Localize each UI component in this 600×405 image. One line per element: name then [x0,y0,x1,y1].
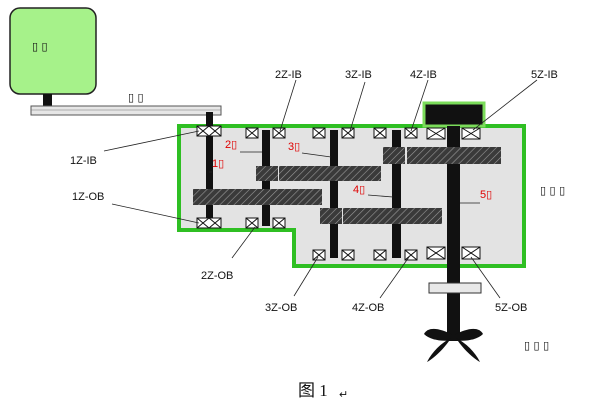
label-5z-ob: 5Z-OB [495,302,527,314]
gear-shaft2-small [256,166,278,181]
label-3z-ob: 3Z-OB [265,302,297,314]
bearing-3z-ob-right [341,249,355,261]
bearing-1z-ob [196,217,222,229]
label-3z-ib: 3Z-IB [345,69,372,81]
gear-shaft3-upper [279,166,381,181]
bearing-3z-ib-left [312,127,326,139]
shaft-label-5: 5▯ [480,189,492,201]
bearing-5z-ob-left [426,246,446,260]
bearing-5z-ib-left [426,127,446,140]
propeller [424,328,483,362]
label-4z-ib: 4Z-IB [410,69,437,81]
shaft-4 [392,130,401,258]
output-coupling [428,282,482,294]
motor-shaft [43,94,52,108]
label-5z-ib: 5Z-IB [531,69,558,81]
belt [30,105,222,116]
bearing-4z-ob [404,249,418,261]
bearing-4z-ob-left [373,249,387,261]
propeller-label: ▯ ▯ ▯ [524,339,549,352]
gearbox-label: ▯ ▯ ▯ [540,184,565,197]
bearing-5z-ob [461,246,481,260]
bearing-1z-ib [196,125,222,137]
bearing-2z-ob [272,217,286,229]
shaft-label-4: 4▯ [353,184,365,196]
leader-lines [103,79,538,299]
label-2z-ob: 2Z-OB [201,270,233,282]
motor [9,7,97,95]
label-1z-ob: 1Z-OB [72,191,104,203]
shaft-3 [330,130,338,258]
gear-shaft1 [193,189,216,205]
bearing-3z-ob [312,249,326,261]
shaft-1 [206,112,213,226]
gear-shaft4-lower [343,208,442,224]
gear-shaft4-upper [383,147,405,164]
bearing-5z-ib [461,127,481,140]
bearing-2z-ib-left [245,127,259,139]
bearing-4z-ib [404,127,418,139]
bearings [196,125,481,261]
shaft-label-1: 1▯ [212,158,224,170]
output-housing-block [422,101,486,128]
label-1z-ib: 1Z-IB [70,155,97,167]
belt-label: ▯ ▯ [128,91,144,104]
shaft-label-2: 2▯ [225,139,237,151]
shaft-label-3: 3▯ [288,141,300,153]
gear-shaft2-large [216,189,322,205]
figure-caption: 图 1 [298,381,328,400]
caption-return-mark: ↵ [339,389,348,401]
bearing-2z-ob-left [245,217,259,229]
bearing-4z-ib-left [373,127,387,139]
gear-shaft3-lower [320,208,342,224]
gear-shaft5 [407,147,501,164]
motor-label: ▯ ▯ [32,40,48,53]
label-4z-ob: 4Z-OB [352,302,384,314]
bearing-3z-ib [341,127,355,139]
bearing-2z-ib [272,127,286,139]
label-2z-ib: 2Z-IB [275,69,302,81]
